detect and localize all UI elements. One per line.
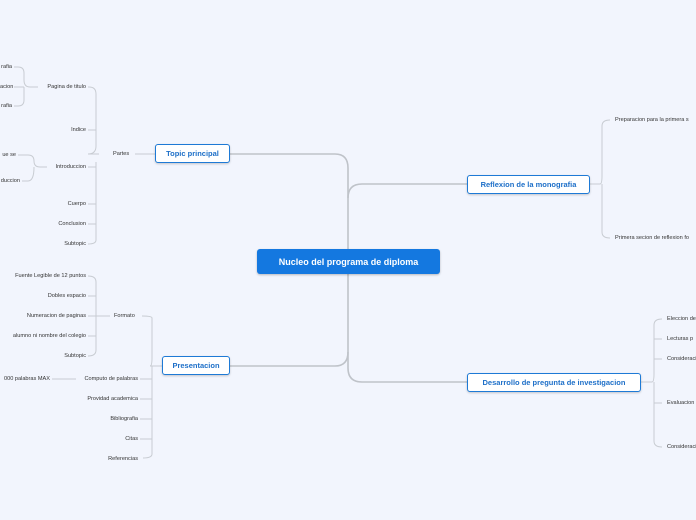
reflexion-child-2[interactable]: Primera secion de reflexion fo <box>615 235 689 241</box>
formato-child-3[interactable]: Numeracion de paginas <box>26 313 86 319</box>
desarrollo-pregunta-node[interactable]: Desarrollo de pregunta de investigacion <box>467 373 641 392</box>
reflexion-child-1[interactable]: Preparacion para la primera s <box>615 117 689 123</box>
referencias-node[interactable]: Referencias <box>108 456 138 462</box>
formato-node[interactable]: Formato <box>114 313 135 319</box>
conclusion-node[interactable]: Conclusion <box>58 221 86 227</box>
indice-node[interactable]: Indice <box>71 127 86 133</box>
computo-node[interactable]: Computo de palabras <box>84 376 139 382</box>
cuerpo-node[interactable]: Cuerpo <box>67 201 86 207</box>
pagina-titulo-child-1[interactable]: rafia <box>1 64 12 70</box>
bibliografia-node[interactable]: Bibliografia <box>110 416 138 422</box>
desarrollo-child-1[interactable]: Eleccion de <box>667 316 696 322</box>
desarrollo-child-4[interactable]: Evaluacion <box>667 400 695 406</box>
topic-principal-node[interactable]: Topic principal <box>155 144 230 163</box>
reflexion-monografia-node[interactable]: Reflexion de la monografia <box>467 175 590 194</box>
introduccion-node[interactable]: Introduccion <box>55 164 86 170</box>
introduccion-child-2[interactable]: duccion <box>0 178 20 184</box>
subtopic-node[interactable]: Subtopic <box>64 241 86 247</box>
desarrollo-child-5[interactable]: Consideraci <box>667 444 696 450</box>
central-topic[interactable]: Nucleo del programa de diploma <box>257 249 440 274</box>
pagina-titulo-child-2[interactable]: acion <box>0 84 14 90</box>
introduccion-child-1[interactable]: ue se <box>2 152 16 158</box>
formato-child-2[interactable]: Dobles espacio <box>47 293 86 299</box>
formato-child-4[interactable]: alumno ni nombre del colegio <box>12 333 86 339</box>
desarrollo-child-2[interactable]: Lecturas p <box>667 336 694 342</box>
desarrollo-child-3[interactable]: Consideraci <box>667 356 696 362</box>
presentacion-node[interactable]: Presentacion <box>162 356 230 375</box>
formato-child-1[interactable]: Fuente Legible de 12 puntos <box>15 273 86 279</box>
pagina-titulo-child-3[interactable]: rafia <box>1 103 12 109</box>
providad-node[interactable]: Providad academica <box>87 396 138 402</box>
pagina-titulo-node[interactable]: Pagina de titulo <box>47 84 86 90</box>
computo-child-1[interactable]: 000 palabras MAX <box>3 376 50 382</box>
citas-node[interactable]: Citas <box>125 436 138 442</box>
partes-node[interactable]: Partes <box>113 151 130 157</box>
formato-child-5[interactable]: Subtopic <box>64 353 86 359</box>
